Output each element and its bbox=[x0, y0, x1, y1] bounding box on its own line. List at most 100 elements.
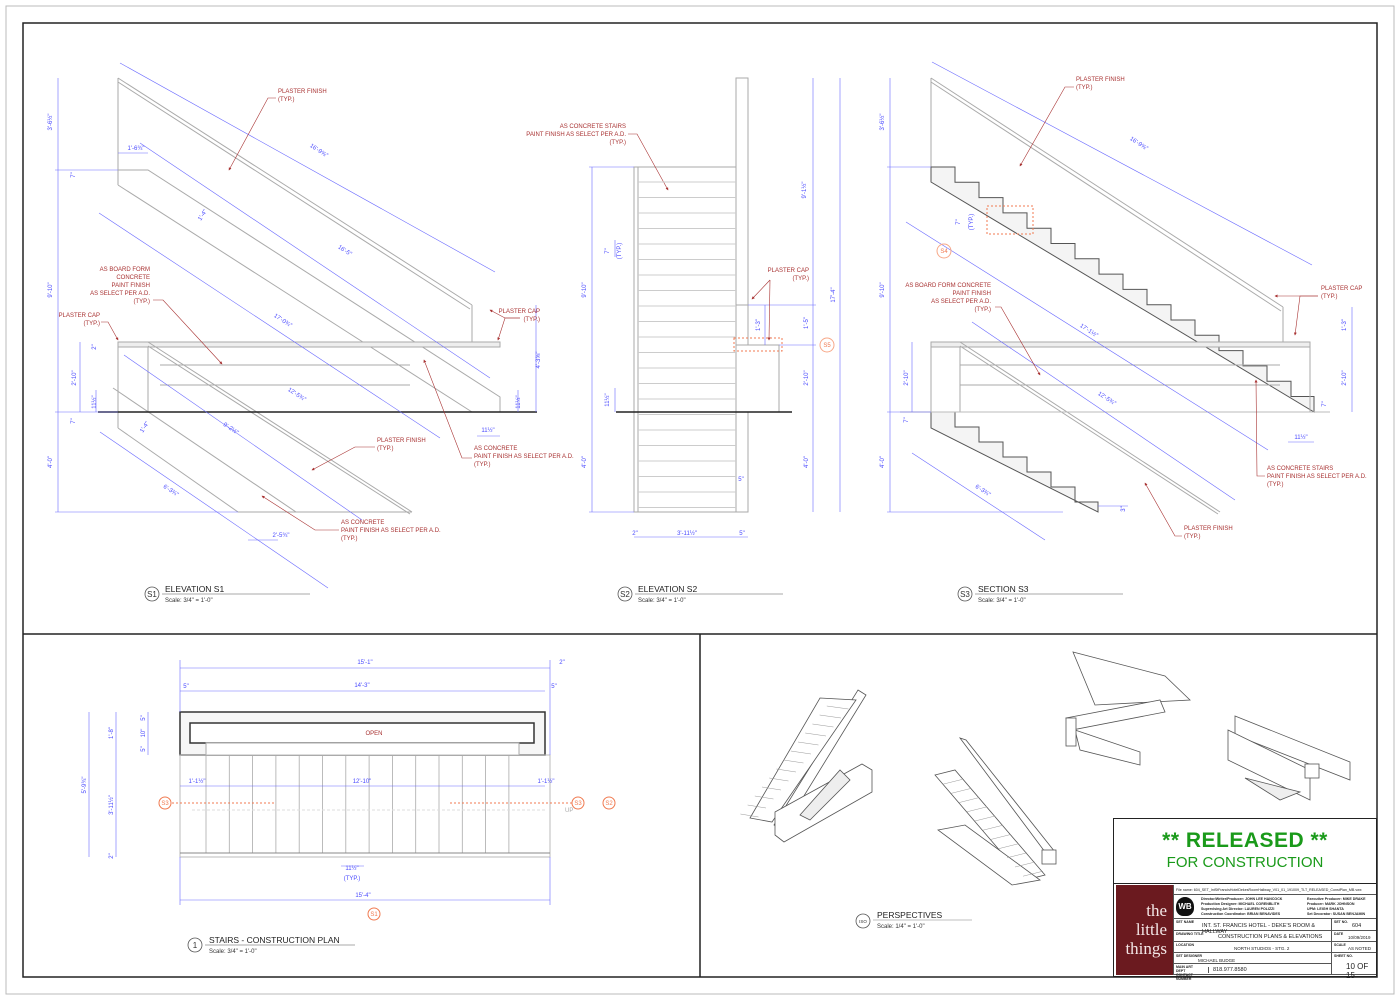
perspective-step-line bbox=[966, 806, 988, 813]
dimension-label: 1'-1½" bbox=[189, 778, 206, 785]
section-marker-s3: S3 bbox=[574, 801, 582, 807]
field-label: SHEET NO. bbox=[1334, 954, 1353, 958]
detail-marker-s5: S5 bbox=[823, 343, 831, 349]
dimension-label: 11½" bbox=[345, 865, 358, 872]
dimension-label: 5" bbox=[183, 684, 188, 690]
credit-line: Construction Coordinator: BRIAN BENAVIDE… bbox=[1201, 912, 1281, 916]
field-label: MAIN ART DEPT CONTACT NUMBER bbox=[1176, 965, 1193, 981]
dimension-label: 11½" bbox=[1294, 434, 1307, 441]
dimension-label: 2" bbox=[559, 660, 564, 666]
dimension-label: 3'-6½" bbox=[879, 114, 886, 131]
set-no: 604 bbox=[1352, 923, 1362, 929]
dimension-label: 11½" bbox=[515, 395, 522, 408]
perspective-step-line bbox=[790, 750, 812, 755]
dimension-label: 2'-10" bbox=[1342, 370, 1348, 385]
note-line: (TYP.) bbox=[974, 307, 991, 313]
dimension-label: 11½" bbox=[91, 395, 98, 408]
dimension-label: 2" bbox=[109, 853, 115, 858]
logo-word: things bbox=[1125, 939, 1167, 958]
dimension-label: 3'-6½" bbox=[47, 114, 54, 131]
perspective-step-line bbox=[950, 788, 972, 794]
material-note: PLASTER FINISH(TYP.) bbox=[377, 438, 426, 452]
dimension-label: 10" bbox=[141, 729, 147, 738]
material-note: PLASTER CAP(TYP.) bbox=[1321, 286, 1362, 300]
material-note: PLASTER CAP(TYP.) bbox=[59, 313, 100, 327]
note-line: (TYP.) bbox=[133, 299, 150, 305]
note-line: (TYP.) bbox=[278, 97, 295, 103]
note-line: (TYP.) bbox=[1321, 294, 1338, 300]
dimension-label: 9'-1½" bbox=[801, 182, 808, 199]
dimension-label: 9'-10" bbox=[48, 282, 54, 297]
field-label: SET DESIGNER bbox=[1176, 954, 1203, 958]
open-label: OPEN bbox=[365, 731, 382, 737]
dimension-label: 3'-11½" bbox=[108, 795, 115, 815]
view-title-perspectives: PERSPECTIVES bbox=[877, 910, 943, 920]
perspective-step-line bbox=[747, 804, 767, 809]
dimension-label: 1'-1½" bbox=[538, 778, 555, 785]
set-no-field: SET NO.604 bbox=[1331, 919, 1376, 931]
view-tag-plan: 1 bbox=[193, 941, 198, 950]
dimension-label: 1'-8" bbox=[109, 727, 115, 739]
perspective-step-line bbox=[998, 843, 1020, 849]
up-label: UP bbox=[565, 808, 573, 814]
note-line: PLASTER FINISH bbox=[278, 89, 327, 95]
page-border bbox=[5, 5, 1395, 995]
note-line: AS SELECT PER A.D. bbox=[90, 291, 150, 297]
credit-line: Producer: MARK JOHNSON bbox=[1307, 902, 1355, 906]
contact-number: 818.977.8580 bbox=[1208, 967, 1247, 973]
dimension-label: 1'-4" bbox=[139, 421, 151, 434]
credit-line: Supervising Art Director: LAUREN POLIZZI bbox=[1201, 907, 1275, 911]
note-line: (TYP.) bbox=[377, 446, 394, 452]
studio-logo: WB bbox=[1176, 897, 1194, 916]
note-line: PLASTER CAP bbox=[59, 313, 100, 319]
perspective-step-line bbox=[990, 834, 1012, 840]
perspective-step-line bbox=[812, 723, 834, 728]
material-note: PLASTER FINISH (TYP.) bbox=[278, 89, 327, 103]
note-line: (TYP.) bbox=[1184, 534, 1201, 540]
note-line: (TYP.) bbox=[341, 536, 358, 542]
section-marker-s1: S1 bbox=[370, 912, 378, 918]
material-note: PLASTER CAP(TYP.) bbox=[499, 309, 540, 323]
date: 10/09/2019 bbox=[1348, 935, 1371, 940]
dimension-label: 4'-0" bbox=[582, 456, 588, 468]
section-s3-drawing bbox=[887, 61, 1353, 602]
dimension-label: 9'-10" bbox=[582, 282, 588, 297]
note-line: PLASTER FINISH bbox=[1076, 77, 1125, 83]
perspective-step-line bbox=[805, 732, 827, 737]
note-line: CONCRETE bbox=[116, 275, 150, 281]
view-scale-s3: Scale: 3/4" = 1'-0" bbox=[978, 598, 1026, 604]
note-line: PAINT FINISH AS SELECT PER A.D. bbox=[341, 528, 441, 534]
perspective-step-line bbox=[974, 815, 996, 822]
dimension-label: 11½" bbox=[604, 393, 611, 406]
dimension-label: 9'-10" bbox=[880, 282, 886, 297]
view-tag-s3: S3 bbox=[960, 590, 970, 599]
view-tag-iso: ISO bbox=[859, 919, 867, 924]
dimension-label: 17'-4" bbox=[831, 287, 837, 302]
field-label: LOCATION bbox=[1176, 943, 1195, 947]
dimension-label: 16'-9⅝" bbox=[308, 143, 328, 159]
released-stamp: ** RELEASED ** FOR CONSTRUCTION bbox=[1114, 819, 1376, 884]
perspective-step-line bbox=[942, 778, 964, 785]
dimension-label: 1'-3" bbox=[756, 319, 762, 331]
perspective-step-line bbox=[754, 795, 774, 800]
view-tag-s1: S1 bbox=[147, 590, 157, 599]
dimension-label: (TYP.) bbox=[617, 243, 623, 260]
scale: AS NOTED bbox=[1348, 946, 1372, 951]
view-title-s2: ELEVATION S2 bbox=[638, 584, 697, 594]
dimension-label: 2'-10" bbox=[804, 370, 810, 385]
dimension-label: 4'-0" bbox=[880, 456, 886, 468]
dimension-label: 2'-5¾" bbox=[273, 533, 290, 539]
dimension-label: 15'-1" bbox=[357, 660, 372, 666]
dimension-label: 11½" bbox=[481, 427, 494, 434]
file-name: File name: 604_SET_IntStFrancisHotelDeke… bbox=[1173, 885, 1376, 895]
view-title-s3: SECTION S3 bbox=[978, 584, 1029, 594]
perspective-step-line bbox=[797, 741, 819, 746]
view-titles: S1 ELEVATION S1 Scale: 3/4" = 1'-0" S2 E… bbox=[147, 249, 1029, 955]
credit-line: Executive Producer: MIKE DRAKE bbox=[1307, 897, 1366, 901]
perspective-views bbox=[740, 651, 1351, 929]
dimension-label: 1'-5" bbox=[804, 317, 810, 329]
